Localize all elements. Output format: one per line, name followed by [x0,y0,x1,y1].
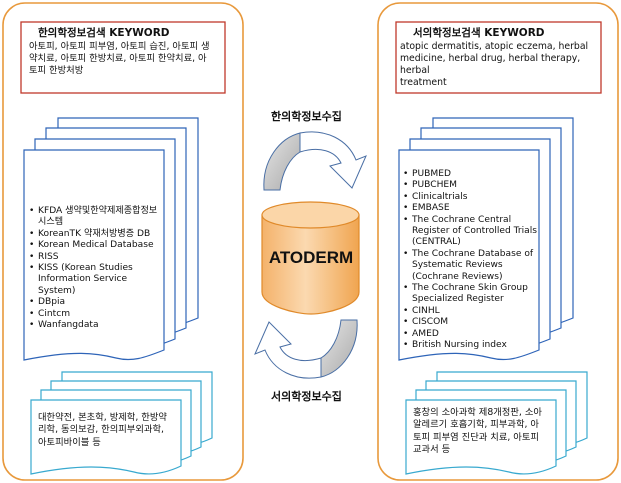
korean-reference-documents [30,371,213,475]
western-reference-documents [405,371,588,475]
database-item: EMBASE [403,203,537,215]
database-item: KISS (Korean Studies Information Service… [29,263,161,297]
korean-keyword-box [20,21,226,94]
reference-line: 대한약전, 본초학, 방제학, 한방약 [38,412,167,423]
reference-line: 리학, 동의보감, 한의피부외과학, [38,424,164,436]
western-keyword-list: atopic dermatitis, atopic eczema, herbal… [400,41,600,89]
western-reference-list: 홍창의 소아과학 제8개정판, 소아 알레르기 호흡기학, 피부과학, 아 토피… [413,407,558,457]
keyword-line: 토피 한방처방 [29,65,84,76]
reference-line: 홍창의 소아과학 제8개정판, 소아 [413,407,542,418]
reference-line: 알레르기 호흡기학, 피부과학, 아 [413,419,539,431]
database-item: The Cochrane Skin Group Specialized Regi… [403,283,537,306]
keyword-line: 아토피, 아토피 피부염, 아토피 습진, 아토피 생 [29,41,210,52]
korean-keyword-title: 한의학정보검색 KEYWORD [38,27,170,39]
database-item: British Nursing index [403,340,537,352]
korean-keyword-list: 아토피, 아토피 피부염, 아토피 습진, 아토피 생 약치료, 아토피 한방치… [29,41,225,77]
keyword-line: atopic dermatitis, atopic eczema, herbal [400,41,589,52]
upper-curved-arrow [263,131,367,191]
reference-line: 교과서 등 [413,444,451,456]
western-keyword-box [395,21,602,94]
database-item: Wanfangdata [29,320,161,332]
center-title: ATODERM [268,248,354,267]
western-database-list: PUBMED PUBCHEM Clinicaltrials EMBASE The… [403,169,537,352]
keyword-line: medicine, herbal drug, herbal therapy, h… [400,53,581,76]
database-item: The Cochrane Database of Systematic Revi… [403,249,537,283]
reference-line: 아토피바이블 등 [38,436,101,448]
korean-collect-label: 한의학정보수집 [271,110,342,123]
korean-reference-list: 대한약전, 본초학, 방제학, 한방약 리학, 동의보감, 한의피부외과학, 아… [38,412,178,449]
database-item: KoreanTK 약재처방병증 DB [29,229,161,241]
western-keyword-title: 서의학정보검색 KEYWORD [413,27,545,39]
database-item: KFDA 생약및한약제제종합정보시스템 [29,206,161,229]
database-item: Clinicaltrials [403,192,537,204]
atoderm-database-cylinder [261,201,360,315]
database-item: CISCOM [403,317,537,329]
database-item: DBpia [29,297,161,309]
keyword-line: treatment [400,77,447,88]
lower-curved-arrow [254,319,358,379]
database-item: PUBMED [403,169,537,181]
keyword-line: 약치료, 아토피 한방치료, 아토피 한약치료, 아 [29,53,207,64]
database-item: PUBCHEM [403,180,537,192]
database-item: The Cochrane Central Register of Control… [403,215,537,249]
korean-database-list: KFDA 생약및한약제제종합정보시스템 KoreanTK 약재처방병증 DB K… [29,206,161,332]
database-item: AMED [403,329,537,341]
western-collect-label: 서의학정보수집 [271,390,342,403]
reference-line: 토피 피부염 진단과 치료, 아토피 [413,431,539,443]
database-item: Cintcm [29,309,161,321]
database-item: Korean Medical Database [29,240,161,252]
database-item: CINHL [403,306,537,318]
database-item: RISS [29,252,161,264]
